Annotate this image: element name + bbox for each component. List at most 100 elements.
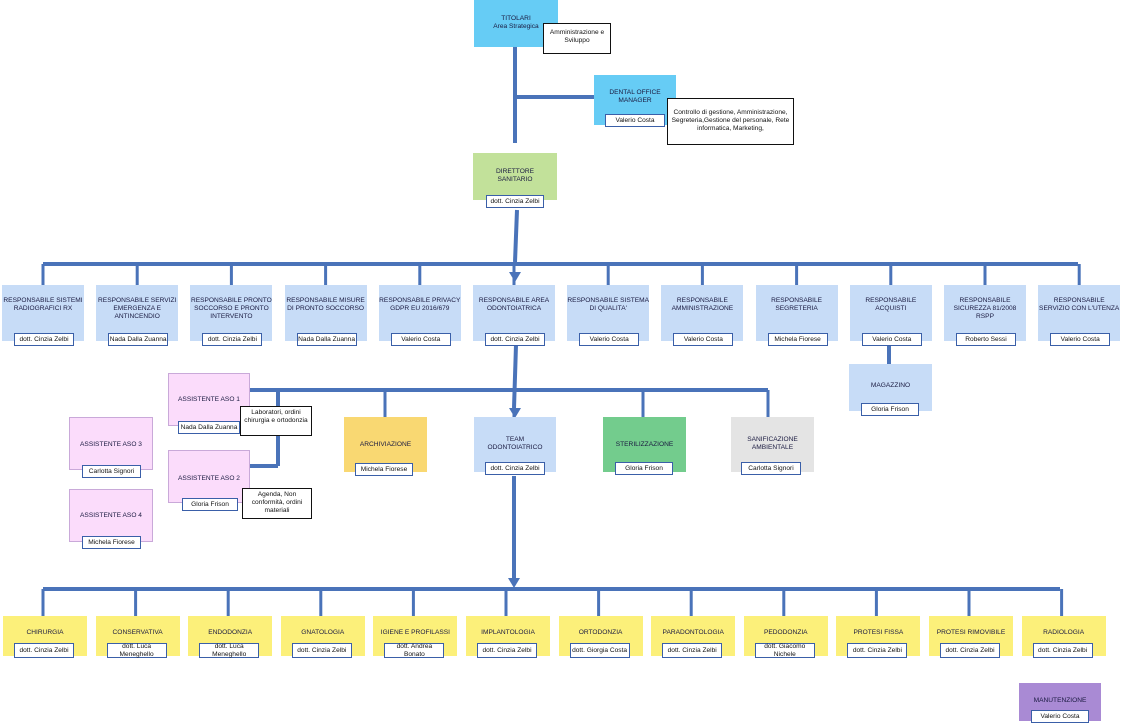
responsible-title: RESPONSABILE AREA ODONTOIATRICA <box>478 297 550 313</box>
director-title-1: DIRETTORE <box>496 168 534 175</box>
specialty-title: ENDODONZIA <box>208 629 253 636</box>
responsible-box: RESPONSABILE SISTEMA DI QUALITA' <box>567 285 650 341</box>
responsible-name: Valerio Costa <box>1050 333 1111 346</box>
responsible-box: RESPONSABILE SISTEMI RADIOGRAFICI RX <box>2 285 84 341</box>
specialty-name: dott. Cinzia Zelbi <box>847 643 908 658</box>
responsible-title: RESPONSABILE ACQUISTI <box>865 297 917 313</box>
specialty-title: ORTODONZIA <box>578 629 623 636</box>
responsible-title: RESPONSABILE SERVIZI EMERGENZA e ANTINCE… <box>98 297 177 321</box>
responsible-name: Valerio Costa <box>579 333 640 346</box>
specialty-name: dott. Andrea Bonato <box>384 643 445 658</box>
responsible-title: RESPONSABILE SISTEMA DI QUALITA' <box>567 297 650 313</box>
assistant-aso4-title: ASSISTENTE ASO 4 <box>80 512 142 519</box>
maintenance-title: MANUTENZIONE <box>1033 697 1087 704</box>
specialty-title: CONSERVATIVA <box>112 629 163 636</box>
sterilization-title: STERILIZZAZIONE <box>615 441 674 448</box>
responsible-title: RESPONSABILE SEGRETERIA <box>771 297 823 313</box>
office-manager-title-1: DENTAL OFFICE <box>609 89 661 96</box>
responsible-name: dott. Cinzia Zelbi <box>202 333 263 346</box>
specialty-title: PARADONTOLOGIA <box>662 629 724 636</box>
specialty-title: PEDODONZIA <box>763 629 808 636</box>
specialty-name: dott. Cinzia Zelbi <box>291 643 352 658</box>
responsible-title: RESPONSABILE SERVIZIO CON L'UTENZA <box>1039 297 1120 313</box>
director-box: DIRETTORE SANITARIO <box>473 153 557 200</box>
team-name: dott. Cinzia Zelbi <box>485 462 545 475</box>
titolari-note: Amministrazione e Sviluppo <box>543 23 611 54</box>
responsible-box: RESPONSABILE SICUREZZA 81/2008 RSPP <box>944 285 1026 341</box>
warehouse-title: MAGAZZINO <box>870 382 911 389</box>
specialty-name: dott. Cinzia Zelbi <box>14 643 74 658</box>
office-manager-note: Controllo di gestione, Amministrazione, … <box>667 98 794 145</box>
assistant-aso1-box: ASSISTENTE ASO 1 <box>168 373 250 426</box>
specialty-name: dott. Luca Meneghello <box>106 643 167 658</box>
specialty-title: RADIOLOGIA <box>1043 629 1085 636</box>
responsible-title: RESPONSABILE PRIVACY GDPR EU 2016/679 <box>379 297 461 313</box>
area-arrow <box>509 408 521 418</box>
responsible-title: RESPONSABILE MISURE DI PRONTO SOCCORSO <box>286 297 365 313</box>
team-title-2: ODONTOIATRICO <box>487 444 543 452</box>
specialty-title: IGIENE E PROFILASSI <box>380 629 451 636</box>
responsible-title: RESPONSABILE AMMINISTRAZIONE <box>671 297 734 313</box>
responsible-box: RESPONSABILE SEGRETERIA <box>755 285 838 341</box>
responsible-title: RESPONSABILE PRONTO SOCCORSO e PRONTO IN… <box>190 297 272 321</box>
assistant-aso2-note: Agenda, Non conformità, ordini materiali <box>242 488 312 519</box>
office-manager-title-2: MANAGER <box>618 97 652 105</box>
specialty-title: GNATOLOGIA <box>301 629 345 636</box>
assistant-aso2-title: ASSISTENTE ASO 2 <box>178 475 240 482</box>
specialty-name: dott. Cinzia Zelbi <box>477 643 537 658</box>
archive-title: ARCHIVIAZIONE <box>359 441 412 448</box>
assistant-aso3-title: ASSISTENTE ASO 3 <box>80 441 142 448</box>
sanitization-name: Carlotta Signori <box>741 462 801 475</box>
responsible-name: Valerio Costa <box>673 333 734 346</box>
assistant-aso3-box: ASSISTENTE ASO 3 <box>69 417 153 470</box>
assistant-aso1-name: Nada Dalla Zuanna <box>178 421 240 434</box>
responsible-name: Nada Dalla Zuanna <box>108 333 169 346</box>
assistant-aso4-box: ASSISTENTE ASO 4 <box>69 489 153 542</box>
titolari-subtitle: Area Strategica <box>493 23 539 31</box>
responsible-box: RESPONSABILE PRONTO SOCCORSO e PRONTO IN… <box>190 285 273 341</box>
director-name: dott. Cinzia Zelbi <box>486 195 544 208</box>
responsible-title: RESPONSABILE SISTEMI RADIOGRAFICI RX <box>3 297 83 313</box>
assistant-aso3-name: Carlotta Signori <box>82 465 141 478</box>
responsible-name: dott. Cinzia Zelbi <box>14 333 74 346</box>
responsible-box: RESPONSABILE ACQUISTI <box>849 285 932 341</box>
assistant-aso1-note: Laboratori, ordini chirurgia e ortodonzi… <box>240 406 312 436</box>
titolari-title: TITOLARI <box>501 15 531 22</box>
specialty-name: dott. Cinzia Zelbi <box>940 643 1000 658</box>
responsible-box: RESPONSABILE PRIVACY GDPR EU 2016/679 <box>378 285 461 341</box>
responsible-name: Michela Fiorese <box>767 333 828 346</box>
responsible-name: Nada Dalla Zuanna <box>296 333 357 346</box>
specialty-title: PROTESI RIMOVIBILE <box>936 629 1006 636</box>
trunk-line-mid <box>513 209 519 263</box>
specialty-name: dott. Luca Meneghello <box>199 643 260 658</box>
team-arrow <box>508 578 520 588</box>
responsible-box: RESPONSABILE MISURE DI PRONTO SOCCORSO <box>284 285 367 341</box>
assistant-aso1-title: ASSISTENTE ASO 1 <box>178 396 240 403</box>
specialty-title: IMPLANTOLOGIA <box>481 629 535 636</box>
responsible-name: Valerio Costa <box>390 333 451 346</box>
responsible-name: dott. Cinzia Zelbi <box>485 333 545 346</box>
responsible-title: RESPONSABILE SICUREZZA 81/2008 RSPP <box>953 297 1017 321</box>
director-arrow <box>509 272 521 282</box>
archive-name: Michela Fiorese <box>355 463 413 476</box>
specialty-name: dott. Giacomo Nichele <box>754 643 815 658</box>
responsible-box: RESPONSABILE AREA ODONTOIATRICA <box>473 285 555 341</box>
sterilization-name: Gloria Frison <box>615 462 673 475</box>
specialty-name: dott. Cinzia Zelbi <box>1032 643 1093 658</box>
warehouse-name: Gloria Frison <box>861 403 919 416</box>
responsible-box: RESPONSABILE AMMINISTRAZIONE <box>661 285 744 341</box>
office-manager-name: Valerio Costa <box>605 114 665 127</box>
specialty-name: dott. Cinzia Zelbi <box>662 643 723 658</box>
director-title-2: SANITARIO <box>497 176 533 184</box>
specialty-name: dott. Giorgia Costa <box>569 643 630 658</box>
responsible-box: RESPONSABILE SERVIZIO CON L'UTENZA <box>1038 285 1121 341</box>
specialty-title: CHIRURGIA <box>26 629 64 636</box>
assistant-aso2-box: ASSISTENTE ASO 2 <box>168 450 250 503</box>
archive-box: ARCHIVIAZIONE <box>344 417 427 472</box>
maintenance-name: Valerio Costa <box>1031 710 1089 723</box>
specialty-title: PROTESI FISSA <box>853 629 904 636</box>
assistant-aso4-name: Michela Fiorese <box>82 536 141 549</box>
responsible-name: Valerio Costa <box>861 333 922 346</box>
sanitization-title: SANIFICAZIONE AMBIENTALE <box>747 436 798 452</box>
